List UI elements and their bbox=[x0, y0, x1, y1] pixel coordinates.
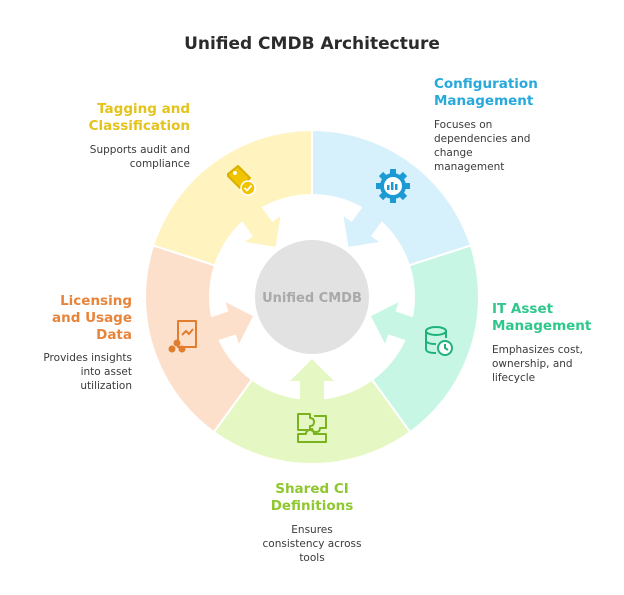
arrow-it-asset bbox=[370, 302, 423, 344]
puzzle-pieces-icon bbox=[297, 413, 327, 443]
tagging-heading: Tagging and Classification bbox=[88, 101, 190, 134]
it-asset-description: Emphasizes cost, ownership, and lifecycl… bbox=[492, 344, 583, 384]
configuration-heading: Configuration Management bbox=[434, 76, 538, 109]
center-hub bbox=[255, 240, 369, 354]
configuration-description: Focuses on dependencies and change manag… bbox=[434, 119, 531, 173]
arrow-tagging bbox=[236, 199, 281, 247]
database-clock-icon bbox=[425, 326, 453, 356]
document-chart-icon bbox=[168, 320, 197, 353]
it-asset-heading: IT Asset Management bbox=[492, 301, 592, 334]
tag-check-icon bbox=[227, 165, 256, 196]
licensing-heading: Licensing and Usage Data bbox=[51, 293, 132, 343]
arrow-licensing bbox=[201, 302, 254, 344]
shared-heading: Shared CI Definitions bbox=[270, 481, 354, 514]
diagram-title: Unified CMDB Architecture bbox=[184, 34, 440, 54]
center-label: Unified CMDB bbox=[262, 291, 362, 306]
tagging-description: Supports audit and compliance bbox=[89, 144, 190, 170]
licensing-description: Provides insights into asset utilization bbox=[43, 352, 132, 392]
shared-description: Ensures consistency across tools bbox=[262, 524, 362, 564]
segment-tagging bbox=[151, 128, 313, 267]
arrow-shared bbox=[290, 359, 334, 409]
gear-dashboard-icon bbox=[376, 169, 410, 203]
arrow-configuration bbox=[343, 199, 388, 247]
